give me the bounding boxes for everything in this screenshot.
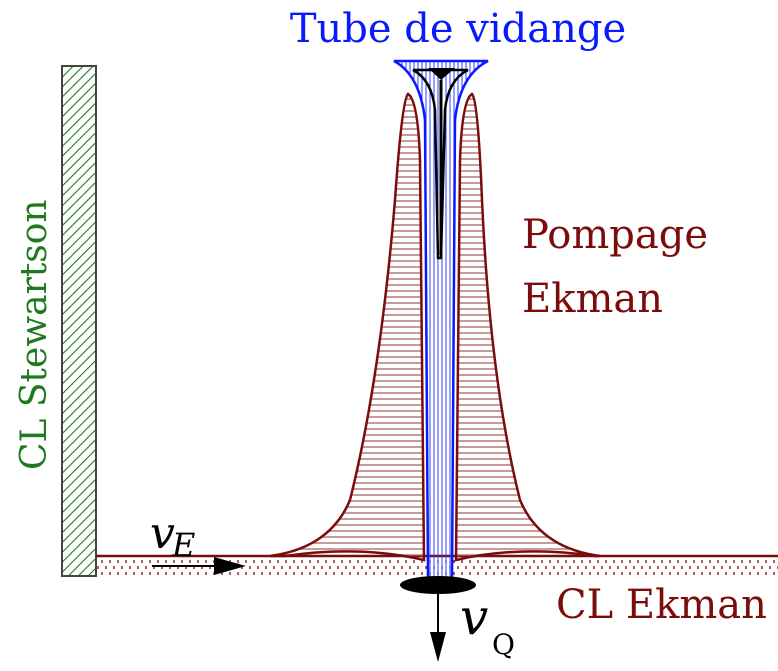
vortex-core (428, 68, 455, 80)
ekman-pumping-left-peak (269, 92, 426, 562)
vq-symbol: v (460, 588, 488, 646)
ekman-pumping-label-line1: Pompage (522, 212, 708, 258)
ve-symbol: v (150, 508, 175, 559)
vq-arrow-head (430, 632, 446, 662)
ekman-layer-label: CL Ekman (556, 582, 767, 628)
drain-tube-label: Tube de vidange (290, 6, 626, 52)
ve-subscript: E (171, 526, 195, 564)
vortex-profile (412, 68, 469, 260)
stewartson-wall (61, 65, 97, 577)
ve-arrow-head (214, 557, 246, 575)
vq-label: v Q (460, 588, 515, 661)
ekman-pumping-right-peak (454, 92, 601, 562)
stewartson-label: CL Stewartson (14, 199, 55, 470)
vq-subscript: Q (492, 628, 515, 661)
ve-label: v E (150, 508, 195, 564)
drain-hole (400, 576, 476, 594)
ekman-pumping-label-line2: Ekman (522, 276, 663, 322)
